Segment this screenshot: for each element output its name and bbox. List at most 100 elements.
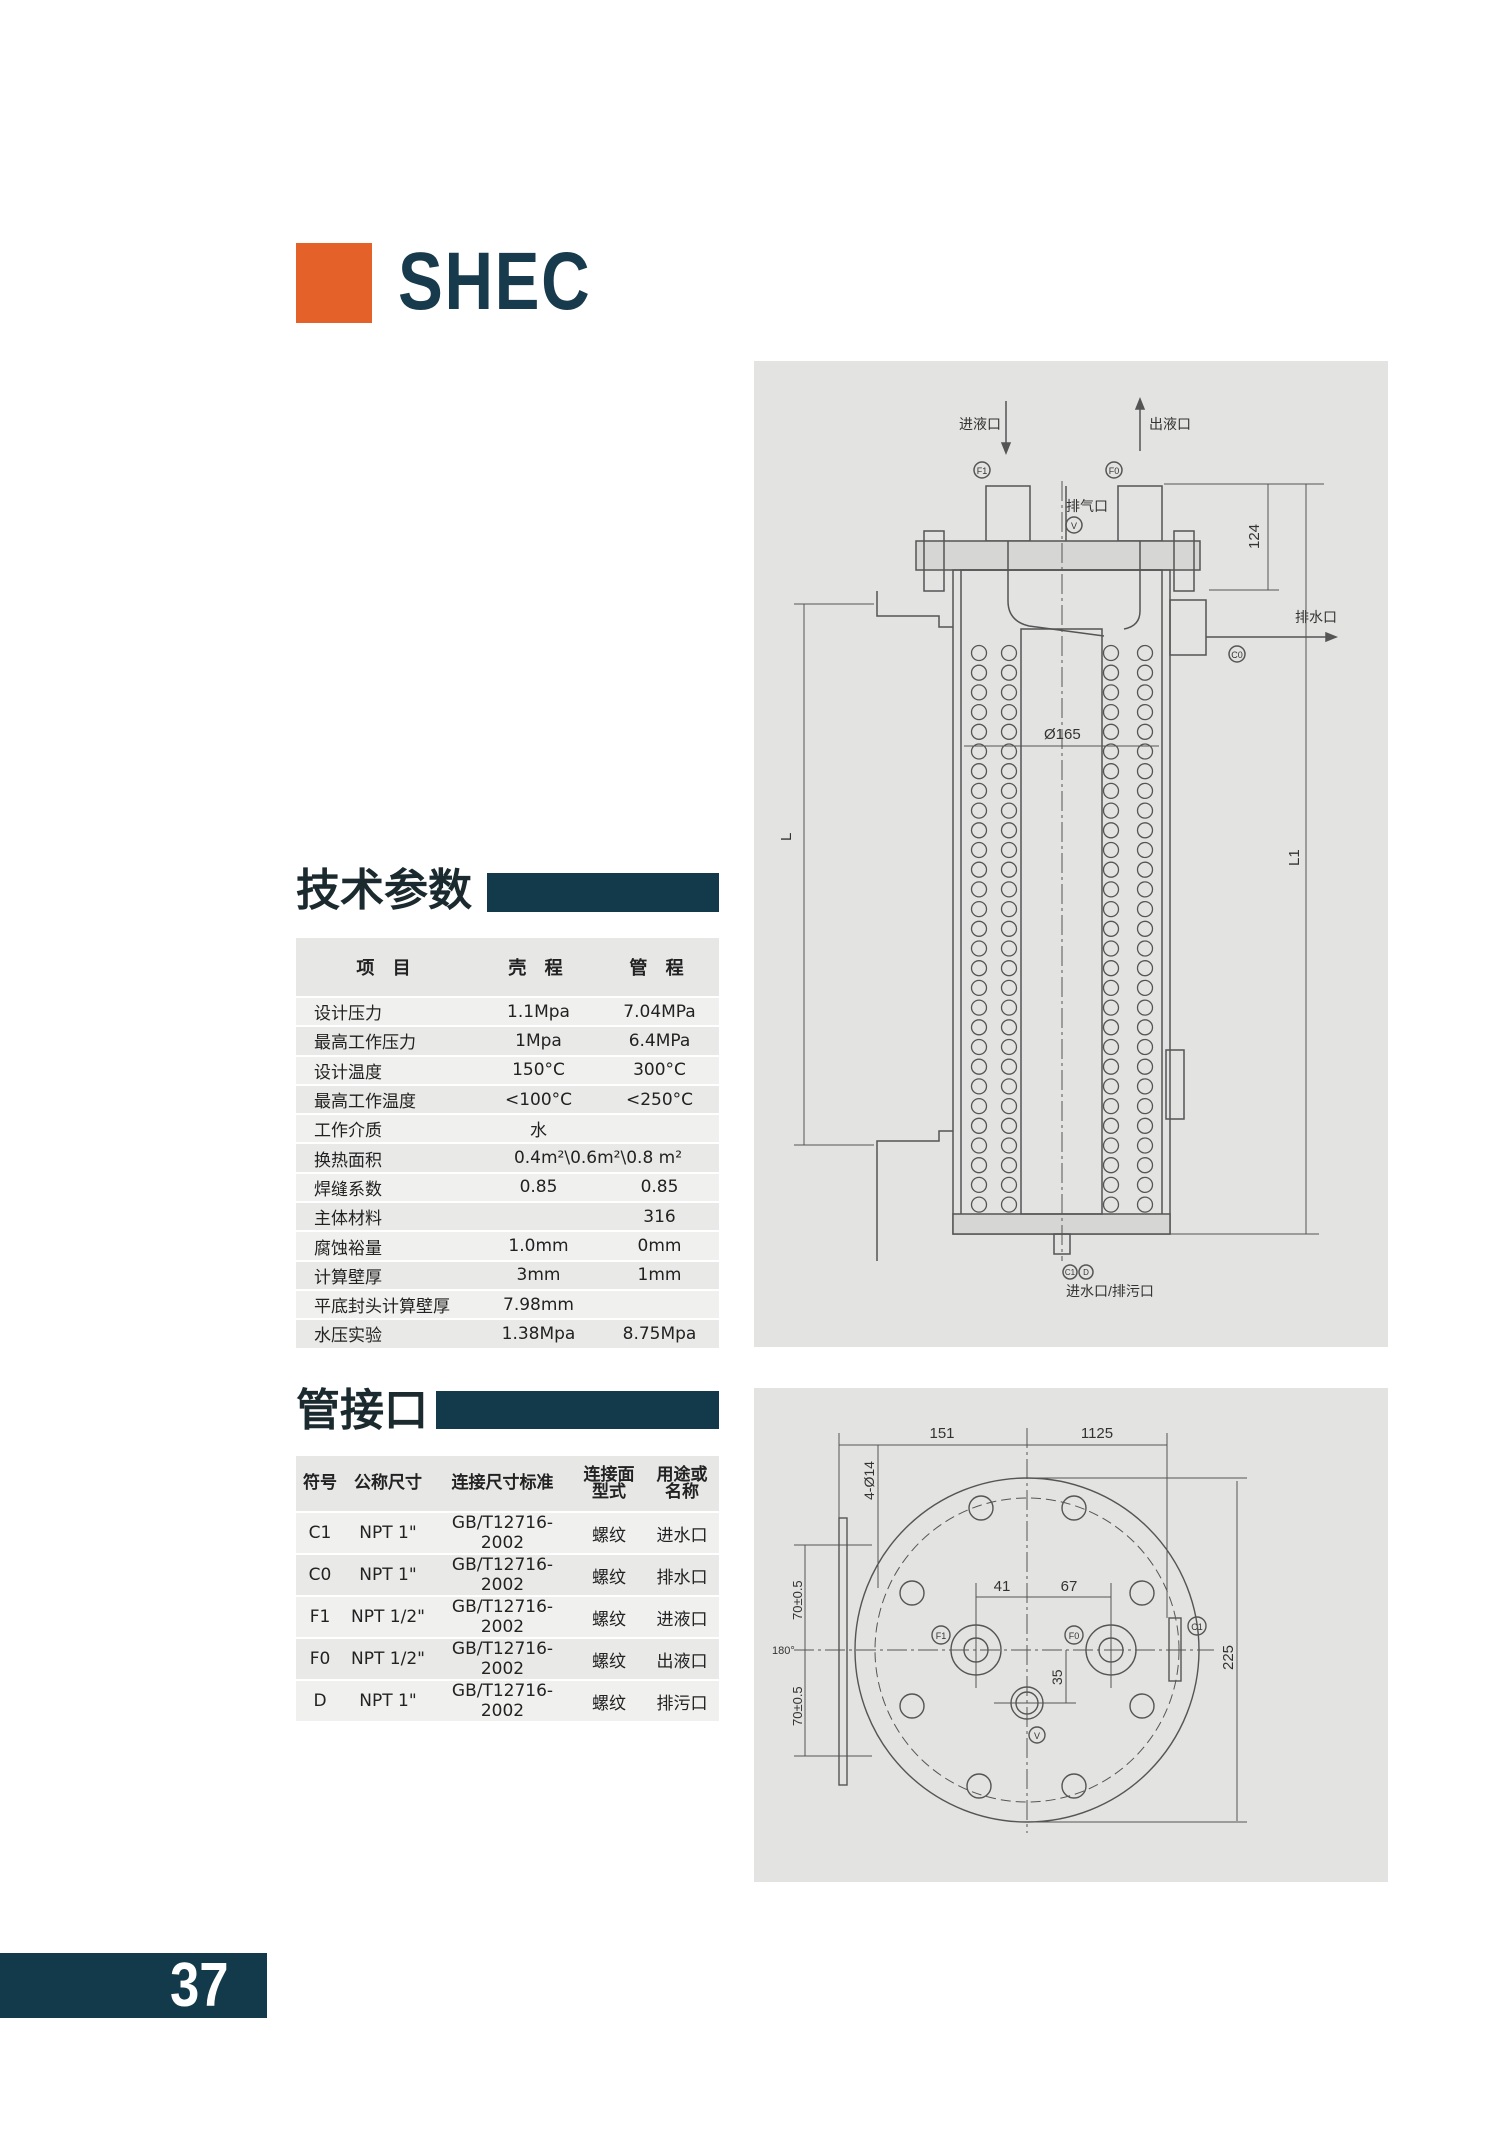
tag-f1: F1 <box>936 1631 947 1641</box>
coil-circle <box>1000 1137 1018 1154</box>
coil-circle <box>1102 703 1120 721</box>
shell-value: 1.0mm <box>477 1231 600 1262</box>
vent-label: 排气口 <box>1066 498 1108 514</box>
header-standard: 连接尺寸标准 <box>432 1456 573 1513</box>
coil-circle <box>1136 1058 1154 1075</box>
param-name: 平底封头计算壁厚 <box>296 1289 477 1321</box>
tube-value: 316 <box>600 1202 719 1233</box>
coil-circle <box>1000 960 1018 977</box>
coil-circle <box>970 664 988 681</box>
param-name: 设计温度 <box>296 1055 477 1086</box>
coil-circle <box>970 861 988 878</box>
coil-circle <box>1136 1137 1154 1154</box>
dim-1125: 1125 <box>1081 1425 1113 1442</box>
coil-circle <box>1136 881 1154 898</box>
param-name: 计算壁厚 <box>296 1260 477 1291</box>
bolt-hole <box>1061 1773 1087 1799</box>
coil-circle <box>1136 644 1154 662</box>
coil-circle <box>1136 684 1154 701</box>
top-flange <box>915 540 1201 571</box>
dim-151: 151 <box>929 1425 954 1442</box>
coil-circle <box>1000 940 1018 957</box>
coil-circle <box>1102 1137 1120 1154</box>
dim-67: 67 <box>1061 1578 1078 1595</box>
inlet-nozzle <box>985 485 1031 542</box>
coil-circle <box>1102 1157 1120 1174</box>
dim-225: 225 <box>1220 1645 1237 1670</box>
coil-circle <box>1102 664 1120 681</box>
dim-124: 124 <box>1246 524 1263 549</box>
dim-l: L <box>778 833 795 841</box>
section-drawing-panel: 进液口 出液口 F1 F0 排气口 V 排水口 C0 <box>754 361 1388 1347</box>
coil-circle <box>970 1176 988 1194</box>
drain-label: 排水口 <box>1295 609 1337 625</box>
tube-value: 0.85 <box>600 1172 719 1204</box>
coil-circle <box>1102 940 1120 957</box>
tube-value: 6.4MPa <box>600 1026 719 1057</box>
outlet-liquid-label: 出液口 <box>1149 416 1191 432</box>
face-type: 螺纹 <box>573 1638 645 1681</box>
coil-circle <box>1000 920 1018 937</box>
param-name: 腐蚀裕量 <box>296 1231 477 1262</box>
coil-circle <box>970 822 988 839</box>
dim-l1: L1 <box>1286 849 1303 866</box>
coil-circle <box>1000 979 1018 997</box>
section-drawing: 进液口 出液口 F1 F0 排气口 V 排水口 C0 <box>778 396 1339 1299</box>
coil-circle <box>970 763 988 780</box>
bracket-bottom <box>876 1130 953 1261</box>
dim-70-lower: 70±0.5 <box>790 1686 805 1726</box>
face-type: 螺纹 <box>573 1554 645 1597</box>
coil-circle <box>970 1137 988 1154</box>
coil-circle <box>1102 782 1120 800</box>
coil-circle <box>1000 763 1018 780</box>
tag-bubble <box>1105 461 1123 479</box>
coil-circle <box>970 920 988 937</box>
standard: GB/T12716-2002 <box>432 1638 573 1681</box>
usage: 进液口 <box>645 1596 719 1639</box>
coil-circle <box>1136 1078 1154 1095</box>
shell-value: 1.1Mpa <box>477 997 600 1028</box>
coil-circle <box>970 1196 988 1213</box>
param-name: 主体材料 <box>296 1202 477 1233</box>
coil-circle <box>1000 664 1018 681</box>
coil-circle <box>1136 960 1154 977</box>
coil-circle <box>970 979 988 997</box>
coil-circle <box>970 802 988 819</box>
shell-value: 0.85 <box>477 1172 600 1204</box>
title-bar <box>487 873 719 912</box>
coil-circle <box>1000 644 1018 662</box>
tube-value: 7.04MPa <box>600 997 719 1028</box>
dim-70-upper: 70±0.5 <box>790 1580 805 1620</box>
coil-circle <box>1000 1176 1018 1194</box>
param-name: 最高工作压力 <box>296 1026 477 1057</box>
standard: GB/T12716-2002 <box>432 1596 573 1639</box>
usage: 出液口 <box>645 1638 719 1681</box>
coil-circle <box>1102 1058 1120 1075</box>
coil-circle <box>1102 1019 1120 1036</box>
shell-value: 1Mpa <box>477 1026 600 1057</box>
shell-value: <100°C <box>477 1084 600 1116</box>
header-item: 项 目 <box>296 938 477 998</box>
usage: 进水口 <box>645 1512 719 1555</box>
coil-circle <box>1000 999 1018 1016</box>
coil-circle <box>1136 999 1154 1016</box>
title-bar <box>436 1391 719 1429</box>
symbol: C0 <box>296 1554 344 1597</box>
bolt <box>1173 530 1195 592</box>
coil-circle <box>1136 1038 1154 1056</box>
tube-value: 1mm <box>600 1260 719 1291</box>
side-bracket <box>838 1517 848 1786</box>
coil-circle <box>1000 1058 1018 1075</box>
tube-value <box>600 1289 719 1321</box>
nominal-size: NPT 1" <box>344 1554 432 1597</box>
shell-value: 3mm <box>477 1260 600 1291</box>
tag-c1: C1 <box>1191 1622 1203 1632</box>
coil-circle <box>1136 1176 1154 1194</box>
tube-value: <250°C <box>600 1084 719 1116</box>
coil-circle <box>1000 841 1018 859</box>
tag-v: V <box>1071 521 1077 531</box>
